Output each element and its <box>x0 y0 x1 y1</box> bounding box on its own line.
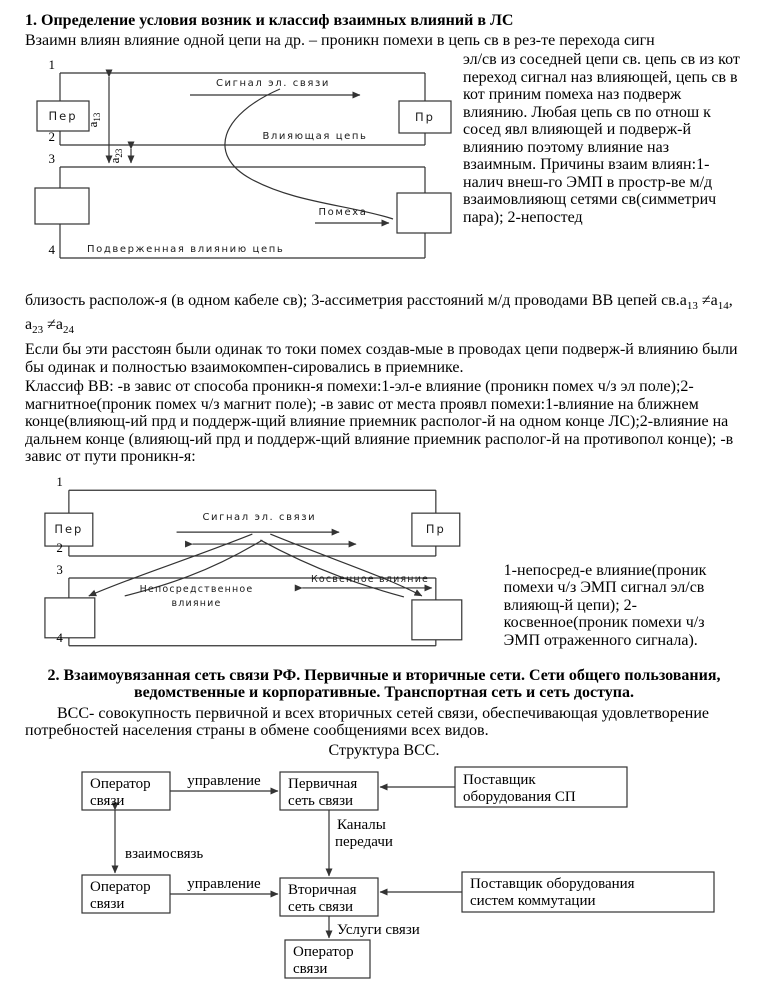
operator3-box <box>284 939 371 979</box>
receiver-box <box>398 100 452 134</box>
vss-definition: ВСС- совокупность первичной и всех втори… <box>25 704 710 740</box>
intro-wrap-block: 1 2 3 4 Пер Пр Сигнал эл. связи Влияющая… <box>25 51 743 259</box>
primary-network-label-1: Первичная <box>288 776 357 792</box>
subject-right-box <box>411 599 463 641</box>
diagram2-lines <box>44 489 463 647</box>
wire-4-number: 4 <box>49 242 56 257</box>
secondary-network-label-2: сеть связи <box>288 899 353 915</box>
transmitter-label: Пер <box>54 522 83 536</box>
paragraph-asymmetry: близость располож-я (в одном кабеле св);… <box>25 292 743 339</box>
indirect-influence-label: Косвенное влияние <box>311 574 429 585</box>
transmitter-label: Пер <box>48 109 77 123</box>
wire-2-number: 2 <box>49 129 56 144</box>
channels-label-1: Каналы <box>337 817 386 833</box>
formula-text: ≠а <box>43 315 63 333</box>
subject-left-box <box>44 597 96 639</box>
operator2-label-1: Оператор <box>90 879 151 895</box>
wire-3-number: 3 <box>49 151 56 166</box>
asymmetry-text: близость располож-я (в одном кабеле св);… <box>25 292 662 309</box>
formula-text: св.а <box>661 292 687 309</box>
formula-subscript: 14 <box>717 300 729 313</box>
subject-right-box <box>396 192 452 234</box>
influence-diagram-2-row: 1 2 3 4 Пер Пр Сигнал эл. связи Непосред… <box>25 476 743 658</box>
indirect-influence-curve-2 <box>260 539 405 598</box>
operator2-label-2: связи <box>90 896 124 912</box>
signal-label: Сигнал эл. связи <box>216 78 330 89</box>
wire-1-number: 1 <box>49 57 56 72</box>
receiver-label: Пр <box>426 522 446 536</box>
wire-2-number: 2 <box>56 540 62 555</box>
services-label: Услуги связи <box>337 922 420 938</box>
influence-diagram-1-svg: 1 2 3 4 Пер Пр Сигнал эл. связи Влияющая… <box>34 57 452 259</box>
intro-wrap-text: эл/св из соседней цепи св. цепь св из ко… <box>463 51 740 226</box>
vss-structure-flowchart: Оператор связи Первичная сеть связи Пост… <box>25 762 743 988</box>
operator1-label-2: связи <box>90 793 124 809</box>
interference-curve <box>224 88 394 220</box>
interlink-label: взаимосвязь <box>125 846 203 862</box>
transmitter-box <box>36 100 90 132</box>
influence-diagram-2-svg: 1 2 3 4 Пер Пр Сигнал эл. связи Непосред… <box>44 476 463 647</box>
direct-influence-curve-2 <box>124 539 263 597</box>
a13-label: а13 <box>85 112 102 127</box>
wire-4-number: 4 <box>56 630 63 645</box>
transmitter-box <box>44 512 94 547</box>
supplier2-label-1: Поставщик оборудования <box>470 876 635 892</box>
influence-diagram-1: 1 2 3 4 Пер Пр Сигнал эл. связи Влияющая… <box>25 53 455 290</box>
channels-label-2: передачи <box>335 834 393 850</box>
subject-circuit-label: Подверженная влиянию цепь <box>87 244 284 255</box>
intro-first-line: Взаимн влиян влияние одной цепи на др. –… <box>25 31 655 49</box>
wire-3-number: 3 <box>56 562 62 577</box>
receiver-label: Пр <box>415 110 435 124</box>
supplier2-label-2: систем коммутации <box>470 893 596 909</box>
supplier1-label-1: Поставщик <box>463 772 536 788</box>
signal-label: Сигнал эл. связи <box>202 512 316 523</box>
formula-subscript: 24 <box>63 323 74 336</box>
control2-label: управление <box>187 876 261 892</box>
operator1-label-1: Оператор <box>90 776 151 792</box>
direct-influence-label-1: Непосредственное <box>140 584 254 595</box>
operator3-label-1: Оператор <box>293 944 354 960</box>
diagram2-note-text: 1-непосред-е влияние(проник помехи ч/з Э… <box>503 561 707 649</box>
doc-title: 1. Определение условия возник и классиф … <box>25 12 514 29</box>
paragraph-equal-distances: Если бы эти расстоян были одинак то токи… <box>25 341 738 376</box>
secondary-network-label-1: Вторичная <box>288 882 357 898</box>
diagram1-lines <box>34 69 452 259</box>
vss-flowchart-svg: Оператор связи Первичная сеть связи Пост… <box>81 766 715 979</box>
formula-subscript: 13 <box>686 300 698 313</box>
formula-text: , а <box>25 292 733 333</box>
wire-1-number: 1 <box>56 476 62 489</box>
primary-network-label-2: сеть связи <box>288 793 353 809</box>
subject-left-box <box>34 187 90 225</box>
receiver-box <box>411 512 461 547</box>
noise-label: Помеха <box>319 207 368 218</box>
supplier1-label-2: оборудования СП <box>463 789 576 805</box>
operator3-label-2: связи <box>293 961 327 977</box>
direct-influence-curve <box>88 533 253 597</box>
section2-title: 2. Взаимоувязанная сеть связи РФ. Первич… <box>47 666 721 702</box>
vss-structure-subtitle: Структура ВСС. <box>328 741 440 759</box>
flowchart-shapes <box>81 766 715 979</box>
formula-subscript: 23 <box>32 323 44 336</box>
a23-label: а23 <box>107 148 124 163</box>
indirect-influence-curve <box>270 533 423 597</box>
influencing-circuit-label: Влияющая цепь <box>262 131 367 142</box>
paragraph-classification: Классиф ВВ: -в завис от способа проникн-… <box>25 378 734 466</box>
direct-influence-label-2: влияние <box>171 598 221 609</box>
formula-text: ≠а <box>697 292 718 309</box>
control1-label: управление <box>187 773 261 789</box>
